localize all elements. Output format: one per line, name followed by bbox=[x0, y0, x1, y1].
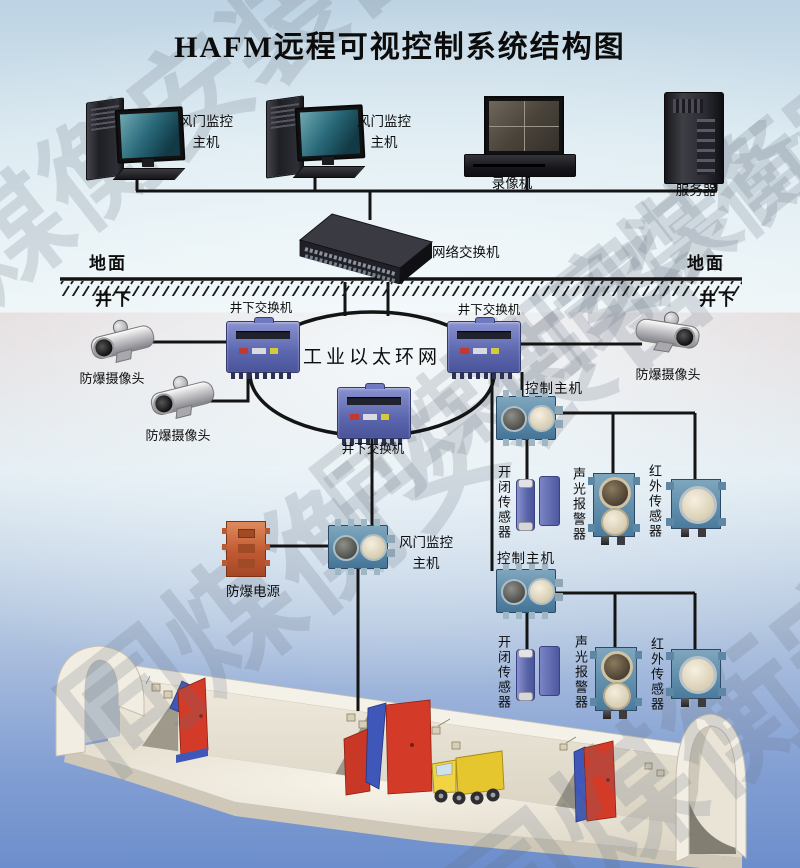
switch-indicator-chips bbox=[239, 348, 287, 354]
ethernet-ring-label: 工业以太环网 bbox=[302, 347, 441, 368]
network-switch bbox=[296, 212, 436, 289]
host-side-connectors bbox=[555, 579, 563, 587]
sound-light-alarm-lower-label: 声光报警器 bbox=[573, 635, 588, 710]
switch-handle bbox=[475, 317, 495, 323]
mine-switch-right bbox=[447, 317, 521, 379]
camera-right-label: 防爆摄像头 bbox=[635, 367, 701, 382]
host-dark-port bbox=[333, 535, 359, 561]
switch-handle bbox=[365, 383, 385, 389]
camera-lower-left-label: 防爆摄像头 bbox=[145, 428, 211, 443]
explosion-proof-power bbox=[222, 521, 266, 577]
mount-tabs bbox=[666, 652, 674, 660]
alarm-speaker bbox=[601, 651, 633, 683]
door-monitor-host bbox=[328, 519, 395, 575]
open-close-sensor-upper-b bbox=[539, 476, 560, 526]
pc-left-label: 风门监控 主机 bbox=[179, 114, 233, 150]
control-host-upper bbox=[496, 390, 563, 446]
pc-stand bbox=[142, 159, 154, 167]
ground-hatch bbox=[60, 281, 742, 296]
mount-tabs bbox=[666, 482, 674, 490]
ir-window bbox=[679, 656, 717, 694]
network-switch-label: 网络交换机 bbox=[432, 245, 500, 260]
server-label: 服务器 bbox=[675, 183, 717, 198]
camera2-line bbox=[202, 371, 250, 403]
power-slots bbox=[238, 529, 255, 538]
open-close-sensor-upper-label: 开闭传感器 bbox=[496, 465, 511, 540]
page-title: HAFM远程可视控制系统结构图 bbox=[174, 31, 626, 64]
host-side-connectors bbox=[555, 406, 563, 414]
infrared-sensor-lower-label: 红外传感器 bbox=[649, 637, 664, 712]
recorder-deck bbox=[464, 154, 576, 177]
control-host-lower bbox=[496, 563, 563, 619]
recorder-label: 录像机 bbox=[491, 176, 533, 191]
mine-switch-left-label: 井下交换机 bbox=[229, 301, 293, 315]
underground-left-label: 井下 bbox=[95, 290, 133, 309]
open-close-sensor-lower-a bbox=[516, 649, 535, 701]
camera-upper-left-label: 防爆摄像头 bbox=[79, 371, 145, 386]
right-portal bbox=[675, 713, 747, 863]
host-light-port bbox=[528, 578, 555, 605]
alarm-light bbox=[601, 508, 629, 536]
air-door-middle bbox=[343, 699, 433, 796]
mine-switch-right-label: 井下交换机 bbox=[457, 303, 521, 317]
branch-upper-lines bbox=[525, 411, 697, 483]
door-monitor-pc-right bbox=[264, 95, 370, 184]
sound-light-alarm-upper bbox=[588, 473, 635, 545]
switch-indicator-chips bbox=[460, 348, 508, 354]
infrared-sensor-lower bbox=[666, 649, 721, 707]
open-close-sensor-lower-b bbox=[539, 646, 560, 696]
switch-indicator-chips bbox=[350, 414, 398, 420]
mine-switch-bottom-label: 井下交换机 bbox=[341, 442, 405, 456]
ground-surface-left-label: 地面 bbox=[89, 254, 127, 273]
door-monitor-pc-left bbox=[84, 97, 190, 186]
air-door-left bbox=[169, 677, 209, 763]
underground-right-label: 井下 bbox=[699, 290, 737, 309]
network-switch-graphic bbox=[298, 213, 434, 285]
infrared-sensor-upper-label: 红外传感器 bbox=[647, 464, 662, 539]
infrared-sensor-upper bbox=[666, 479, 721, 537]
host-dark-port bbox=[501, 579, 527, 605]
pc-keyboard bbox=[292, 166, 366, 178]
mine-switch-bottom bbox=[337, 383, 411, 445]
host-side-connectors bbox=[387, 535, 395, 543]
surface-bus-line bbox=[135, 174, 718, 220]
open-close-sensor-lower-label: 开闭传感器 bbox=[496, 635, 511, 710]
air-door-right bbox=[573, 740, 617, 823]
power-label: 防爆电源 bbox=[226, 584, 280, 599]
left-portal bbox=[55, 645, 145, 757]
pc-stand bbox=[322, 157, 334, 165]
pc-right-label: 风门监控 主机 bbox=[357, 114, 411, 150]
server-tower bbox=[664, 92, 724, 184]
ground-surface-right-label: 地面 bbox=[687, 254, 725, 273]
sound-light-alarm-lower bbox=[590, 647, 637, 719]
host-light-port bbox=[528, 405, 555, 432]
alarm-light bbox=[603, 682, 631, 710]
mount-tabs bbox=[590, 651, 597, 659]
video-recorder bbox=[464, 96, 576, 178]
host-dark-port bbox=[501, 406, 527, 432]
mine-switch-left bbox=[226, 317, 300, 379]
control-host-upper-label: 控制主机 bbox=[525, 381, 583, 396]
branch-lower-lines bbox=[525, 591, 697, 651]
switch-handle bbox=[254, 317, 274, 323]
sound-light-alarm-upper-label: 声光报警器 bbox=[571, 467, 586, 542]
recorder-cctv-screen bbox=[489, 101, 559, 151]
control-host-lower-label: 控制主机 bbox=[497, 551, 555, 566]
alarm-speaker bbox=[599, 477, 631, 509]
ir-window bbox=[679, 486, 717, 524]
wall-fixtures bbox=[145, 675, 665, 777]
host-light-port bbox=[360, 534, 387, 561]
door-monitor-host-label: 风门监控 主机 bbox=[399, 535, 453, 571]
open-close-sensor-upper-a bbox=[516, 479, 535, 531]
pc-keyboard bbox=[112, 168, 186, 180]
dump-truck bbox=[431, 750, 505, 805]
recorder-monitor bbox=[484, 96, 564, 156]
mount-tabs bbox=[588, 477, 595, 485]
